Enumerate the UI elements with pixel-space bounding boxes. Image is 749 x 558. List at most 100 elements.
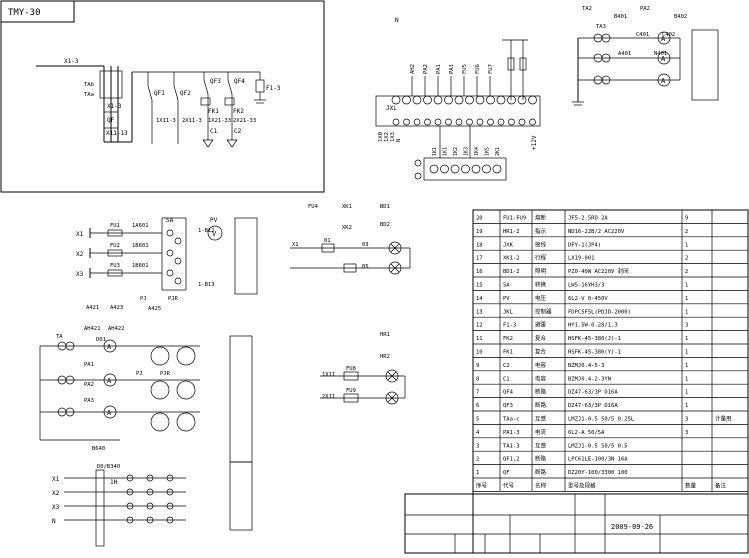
- label-qf: QF: [107, 117, 115, 124]
- bom-cell-spec: 6L2-V 0-450V: [568, 296, 608, 302]
- fuse-label: FU3: [110, 263, 120, 269]
- terminal-row: [391, 95, 537, 126]
- bom-cell-name: 电压: [535, 294, 547, 302]
- ct-label: AH421: [84, 326, 101, 332]
- bom-cell-no: 15: [476, 283, 483, 289]
- bom-cell-code: JXK: [503, 242, 514, 248]
- bom-cell-spec: PZ0-40W AC220V 封闭: [568, 267, 629, 275]
- power-circuit-top-left: X1-3 TAb TAa X1-3 QF X11-13 QF1 QF2 1X11…: [36, 58, 281, 148]
- bom-cell-no: 20: [476, 216, 483, 222]
- title-block: 2009-09-26: [404, 493, 749, 554]
- bom-cell-code: XK1-2: [503, 256, 520, 262]
- k-label: 1K2: [453, 147, 459, 156]
- ct-label: TA: [56, 334, 63, 340]
- bom-cell-name: 互感: [535, 441, 547, 449]
- bom-header-qty: 数量: [685, 482, 697, 490]
- terminal: [454, 95, 464, 105]
- k-label: 1K1: [432, 147, 438, 156]
- jxl-left-label: 1X0: [378, 132, 384, 142]
- bom-cell-no: 10: [476, 350, 483, 356]
- label-c2: C2: [234, 128, 242, 135]
- bom-cell-code: PV: [503, 296, 510, 302]
- bottom-terminal: [450, 164, 460, 174]
- bom-cell-name: 电容: [535, 361, 547, 369]
- bottom-label: PJ: [140, 296, 147, 302]
- bom-cell-name: 控制器: [535, 307, 552, 315]
- jxl-left-label: 1X3: [390, 132, 396, 142]
- ah-label: PA1: [449, 64, 455, 74]
- bom-cell-name: 互感: [535, 415, 547, 423]
- lighting-label: 1X11: [322, 372, 335, 378]
- bom-cell-no: 4: [476, 430, 480, 436]
- terminal-lower: [476, 118, 484, 126]
- terminal-lower: [487, 118, 494, 126]
- meter-label: PA2: [640, 6, 650, 12]
- lighting-label: BD2: [380, 222, 390, 228]
- label-f1-3: F1-3: [266, 85, 281, 92]
- phase-label: X1: [52, 476, 60, 483]
- terminal-lower: [413, 118, 421, 126]
- ring-label: 1H: [110, 479, 118, 486]
- bom-cell-name: 断路: [535, 401, 547, 409]
- label-jxl: JXL: [386, 105, 397, 112]
- title-frame: TMY-30: [0, 0, 325, 193]
- bom-cell-spec: HSFK-45-380(Y)-1: [568, 350, 621, 356]
- bom-cell-no: 14: [476, 296, 483, 302]
- bom-cell-qty: 2: [685, 269, 688, 275]
- terminal-lower: [529, 118, 536, 126]
- terminal-lower: [518, 118, 526, 126]
- bom-cell-code: HR1-2: [503, 229, 520, 235]
- terminal-lower: [392, 118, 400, 126]
- bom-cell-code: PA1-3: [503, 430, 520, 436]
- label-tab: TAb: [84, 82, 94, 88]
- bom-cell-spec: ND16-22B/2 AC220V: [568, 229, 625, 235]
- drawing-id: TMY-30: [8, 8, 41, 18]
- ct-label: B640: [92, 446, 105, 452]
- bom-cell-no: 7: [476, 390, 479, 396]
- bom-header-name: 名称: [535, 482, 547, 490]
- terminal: [475, 95, 485, 105]
- label-fk1: FK1: [208, 108, 219, 115]
- terminal-lower: [466, 118, 473, 126]
- bom-cell-code: JKL: [503, 309, 514, 315]
- lighting-label: BD1: [380, 204, 390, 210]
- bom-cell-code: QF: [503, 470, 510, 476]
- label-plus12v: +12V: [531, 135, 538, 150]
- bom-cell-qty: 1: [685, 363, 688, 369]
- bom-cell-qty: 2: [685, 256, 688, 262]
- bom-cell-name: 复合: [535, 348, 547, 356]
- bom-cell-spec: DZ47-63/3P D16A: [568, 403, 618, 409]
- k-label: 2K1: [495, 147, 501, 156]
- bom-cell-name: 照明: [535, 268, 547, 275]
- bom-cell-name: 避雷: [535, 321, 547, 329]
- ah-label: FU7: [488, 64, 494, 74]
- meter-rows: AAA: [578, 31, 681, 87]
- phase-label: X3: [52, 504, 60, 511]
- phase-label: X3: [76, 271, 84, 278]
- lighting-label: FU8: [346, 366, 356, 372]
- jxl-left-label: N: [396, 139, 402, 142]
- k-label: 1K3: [464, 147, 470, 156]
- ammeter-symbol: A: [107, 343, 112, 351]
- lighting-label: FU4: [308, 204, 319, 210]
- bom-cell-qty: 1: [685, 296, 688, 302]
- label-x11-13: X11-13: [106, 130, 128, 137]
- ct-label: PJ: [136, 371, 143, 377]
- ct-label: PJR: [160, 371, 171, 377]
- ammeter-symbol: A: [107, 377, 112, 385]
- bom-cell-note: 计量用: [715, 415, 732, 423]
- bom-cell-code: QF3: [503, 403, 513, 409]
- terminal-lower: [455, 118, 463, 126]
- bom-cell-no: 16: [476, 269, 483, 275]
- phase-label: X2: [76, 251, 84, 258]
- label-k2: 2X11-3: [182, 118, 202, 124]
